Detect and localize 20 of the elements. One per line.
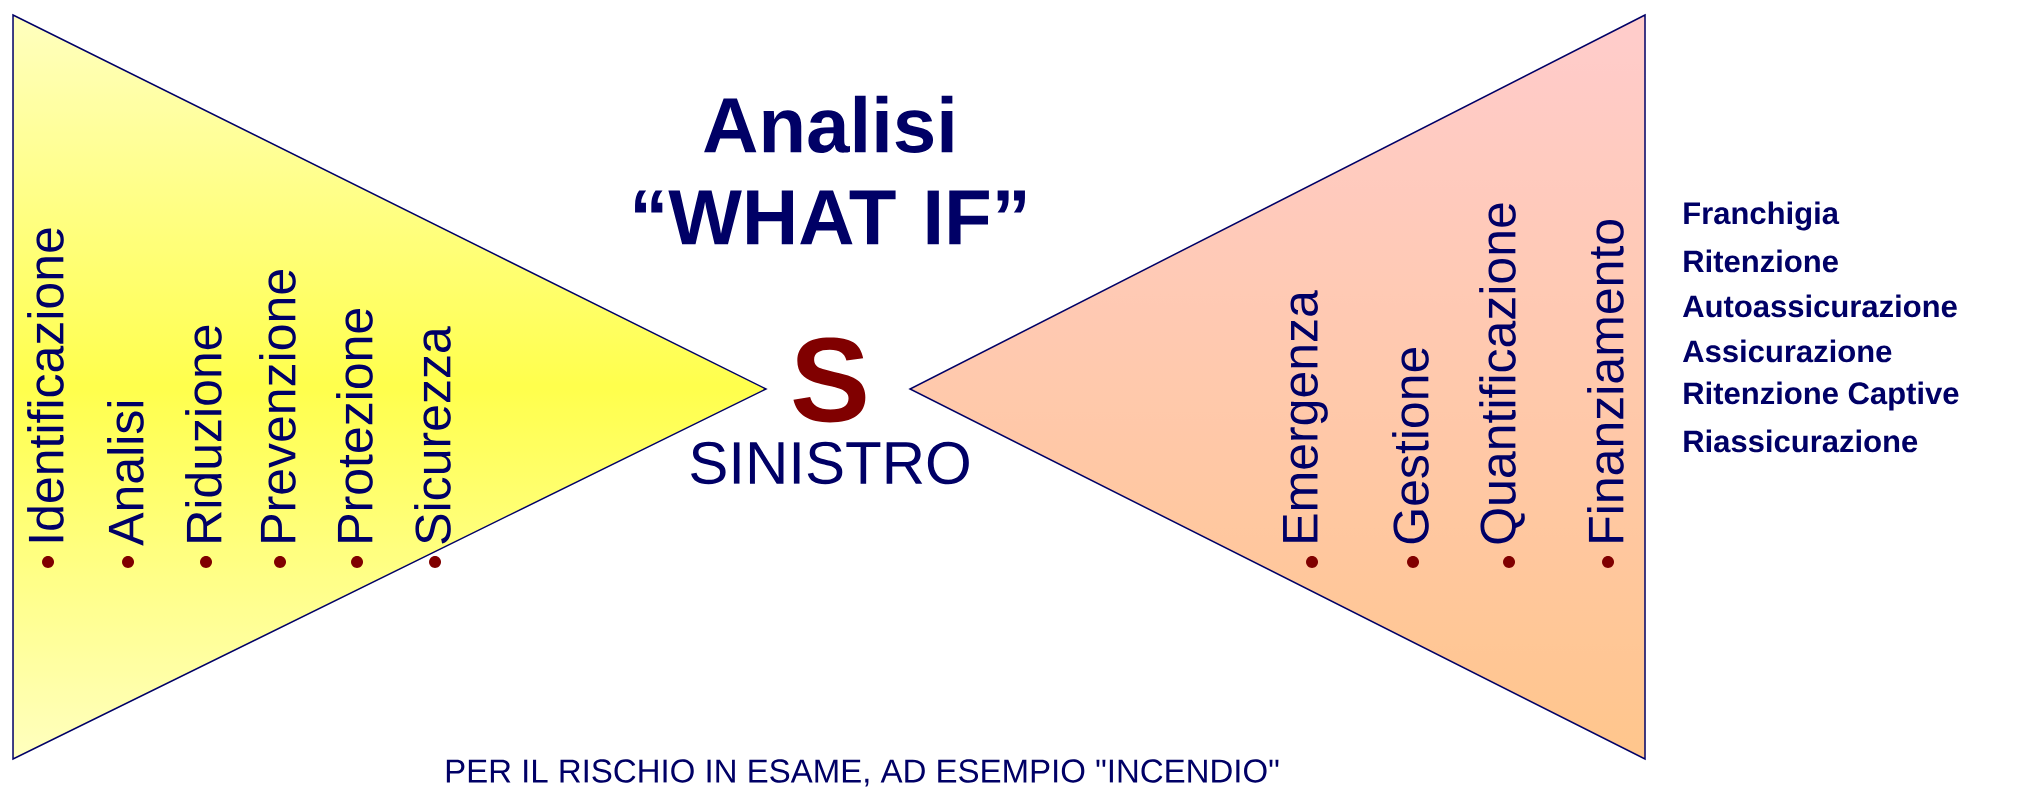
- label: SINISTRO: [691, 441, 969, 485]
- letter: S: [793, 337, 866, 423]
- caption: PER IL RISCHIO IN ESAME, AD ESEMPIO "INCENDIO": [446, 759, 1279, 787]
- item-text: Protezione: [336, 309, 373, 542]
- item-text: Identificazione: [27, 228, 64, 542]
- list-item: Franchigia: [1684, 201, 1840, 231]
- list-item: Assicurazione: [1683, 339, 1892, 363]
- item-text: Riduzione: [185, 325, 222, 542]
- list-item: Ritenzione Captive: [1684, 381, 1959, 411]
- item-text: Emergenza: [1283, 290, 1328, 542]
- item-text: Sicurezza: [414, 326, 451, 544]
- title: Analisi “WHAT IF”: [635, 95, 1025, 245]
- list-item: Ritenzione: [1684, 249, 1838, 273]
- list-item: Autoassicurazione: [1683, 294, 1957, 318]
- item-text: Analisi: [107, 401, 144, 546]
- item-text: Gestione: [1392, 347, 1429, 544]
- item-text: Prevenzione: [259, 270, 296, 542]
- item-text: Quantificazione: [1479, 203, 1525, 544]
- list-item: Riassicurazione: [1684, 429, 1918, 453]
- item-text: Finanziamento: [1587, 220, 1624, 542]
